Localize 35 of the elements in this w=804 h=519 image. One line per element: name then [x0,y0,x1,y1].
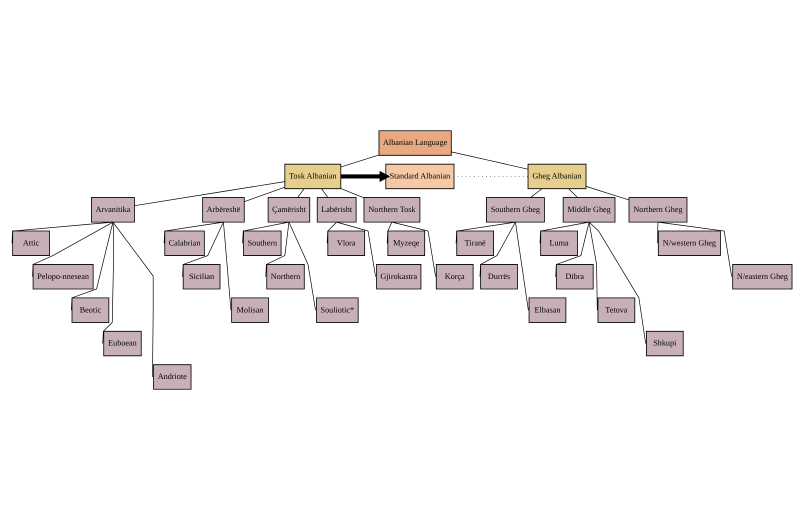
connector [588,221,646,344]
connector [392,221,436,277]
connector [32,221,114,277]
connector [223,221,232,310]
connector [456,221,516,244]
connector [540,221,590,244]
connector [288,221,316,310]
connector [555,221,590,277]
connector [244,186,286,202]
connector [164,221,224,244]
connector [336,221,376,277]
connector [182,221,224,277]
connector [112,221,154,377]
connector [134,180,286,206]
connector [386,221,392,244]
connector [586,186,630,200]
connector [340,154,380,167]
connector [530,188,542,198]
connector [242,221,290,244]
connector [515,221,529,310]
connector [568,188,578,198]
connector [12,221,114,244]
connector [480,221,516,277]
connector [658,221,732,277]
connector [321,188,328,198]
connector [450,151,528,169]
connector [297,188,304,198]
connector [588,221,598,310]
connector [340,188,364,198]
arrow [340,170,390,182]
connector [70,221,114,310]
connector [656,221,658,244]
connector [102,221,114,344]
connector [265,221,290,277]
connector [326,221,338,244]
